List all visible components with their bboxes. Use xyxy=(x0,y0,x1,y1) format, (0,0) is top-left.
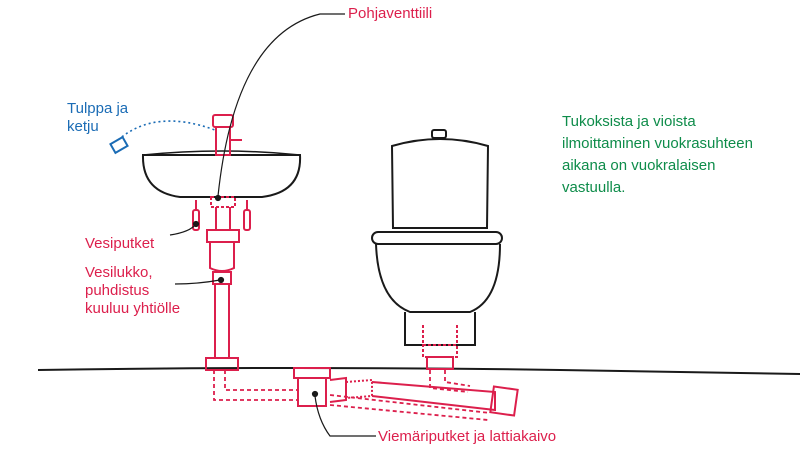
sink-icon xyxy=(141,150,302,198)
label-bottom-valve: Pohjaventtiili xyxy=(348,5,433,22)
label-drain-pipes: Viemäriputket ja lattiakaivo xyxy=(378,428,557,445)
sink-plug-icon xyxy=(109,120,216,155)
label-water-trap: Vesilukko, puhdistus kuuluu yhtiölle xyxy=(85,264,181,317)
info-note: Tukoksista ja vioista ilmoittaminen vuok… xyxy=(562,113,753,196)
floor-drain-icon xyxy=(293,367,519,417)
pointer-bottom-valve xyxy=(217,13,345,197)
drain-pipes xyxy=(213,370,491,421)
faucet-icon xyxy=(212,114,242,156)
pointer-water-trap xyxy=(174,279,221,285)
water-pipes xyxy=(192,200,251,231)
pointer-lines xyxy=(169,13,376,437)
pointer-drain-pipes xyxy=(314,395,376,437)
toilet-outlet xyxy=(422,325,458,370)
water-trap xyxy=(205,242,239,371)
label-water-pipes: Vesiputket xyxy=(85,235,155,252)
floor-line xyxy=(37,367,800,375)
drain-assembly xyxy=(206,196,240,243)
label-plug-and-chain: Tulppa ja ketju xyxy=(67,100,129,135)
toilet-icon xyxy=(371,129,503,346)
